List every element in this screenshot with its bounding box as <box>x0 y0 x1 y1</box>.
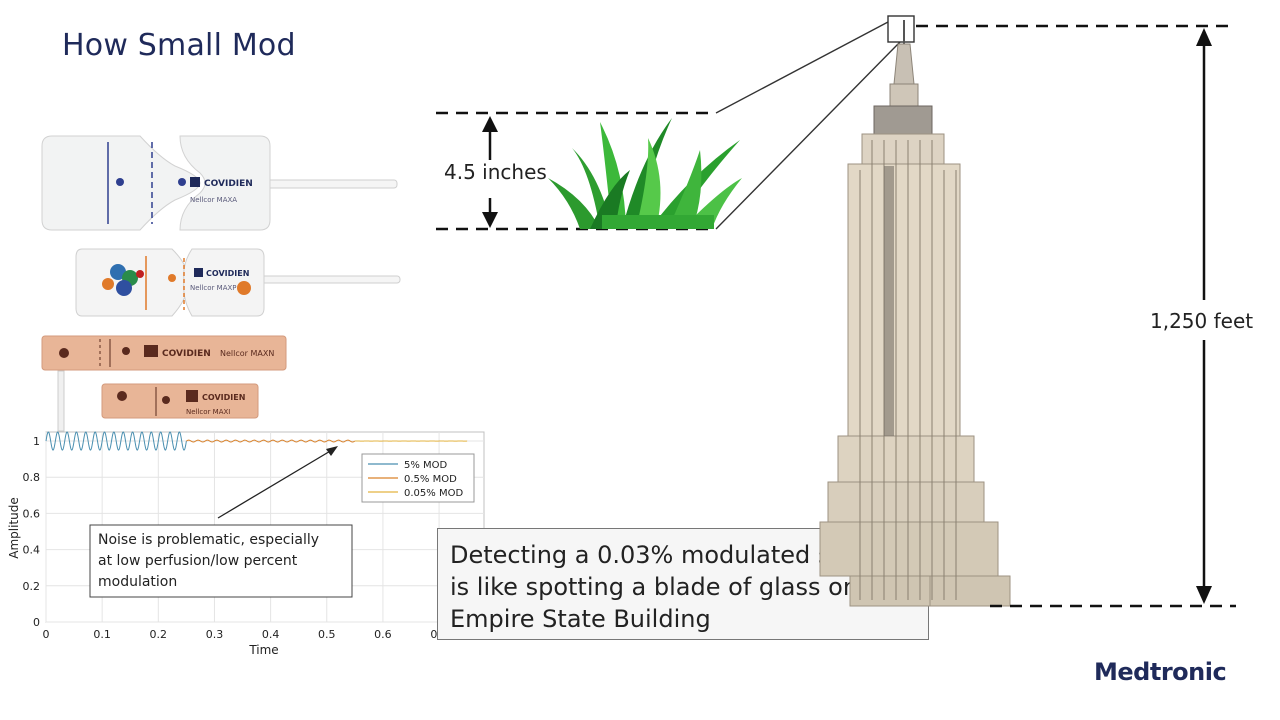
building-height-label: 1,250 feet <box>1150 307 1254 335</box>
sensor-image-maxi: COVIDIEN Nellcor MAXI <box>101 383 259 419</box>
empire-state-building-image <box>819 20 1011 607</box>
chart-y-tick-label: 1 <box>33 435 40 448</box>
chart-x-tick-label: 0 <box>43 628 50 641</box>
zoom-line-top <box>715 21 889 114</box>
zoom-line-bottom <box>715 41 901 230</box>
chart-x-tick-label: 0.5 <box>318 628 336 641</box>
grass-blade-icon <box>548 118 742 229</box>
annotation-line-2: at low perfusion/low percent <box>98 553 298 569</box>
chart-y-label: Amplitude <box>7 497 21 559</box>
legend-label-5: 5% MOD <box>404 460 448 471</box>
chart-y-tick-label: 0.2 <box>23 580 41 593</box>
noise-annotation: Noise is problematic, especially at low … <box>89 524 353 598</box>
sensor-maxp-brand: COVIDIEN <box>206 269 249 278</box>
slide-title: How Small Mod <box>62 28 296 63</box>
chart-x-tick-label: 0.2 <box>150 628 168 641</box>
annotation-arrow-line <box>217 449 333 519</box>
sensor-maxn-model: Nellcor MAXN <box>220 349 274 358</box>
sensor-image-maxp: COVIDIEN Nellcor MAXP <box>75 248 401 317</box>
medtronic-logo: Medtronic <box>1094 658 1227 686</box>
sensor-maxi-model: Nellcor MAXI <box>186 408 230 416</box>
modulation-chart-svg: 00.10.20.30.40.50.60.700.20.40.60.81 5% … <box>7 431 485 657</box>
grass-height-label: 4.5 inches <box>444 160 547 184</box>
annotation-line-1: Noise is problematic, especially <box>98 532 319 548</box>
chart-y-tick-label: 0.6 <box>23 507 41 520</box>
chart-y-tick-label: 0.4 <box>23 544 41 557</box>
zoom-box <box>887 15 915 43</box>
chart-y-tick-label: 0.8 <box>23 471 41 484</box>
sensor-maxp-model: Nellcor MAXP <box>190 284 237 292</box>
sensor-maxa-model: Nellcor MAXA <box>190 196 237 204</box>
series-5-mod <box>45 431 187 451</box>
sensor-image-maxn: COVIDIEN Nellcor MAXN <box>41 335 287 432</box>
annotation-arrow-head <box>326 446 338 456</box>
sensor-maxi-brand: COVIDIEN <box>202 393 245 402</box>
series-05-mod <box>186 439 356 443</box>
chart-legend: 5% MOD 0.5% MOD 0.05% MOD <box>361 453 475 503</box>
chart-y-tick-label: 0 <box>33 616 40 629</box>
chart-x-label: Time <box>248 643 278 657</box>
chart-x-tick-label: 0.1 <box>93 628 111 641</box>
annotation-line-3: modulation <box>98 574 177 590</box>
legend-label-05: 0.5% MOD <box>404 474 457 485</box>
legend-label-005: 0.05% MOD <box>404 488 463 499</box>
sensor-maxn-brand: COVIDIEN <box>162 349 211 359</box>
sensor-maxa-brand: COVIDIEN <box>204 179 253 189</box>
chart-x-tick-label: 0.3 <box>206 628 224 641</box>
modulation-chart: 00.10.20.30.40.50.60.700.20.40.60.81 5% … <box>0 428 490 690</box>
chart-x-tick-label: 0.4 <box>262 628 280 641</box>
sensor-image-maxa: COVIDIEN Nellcor MAXA <box>41 135 398 231</box>
chart-x-tick-label: 0.6 <box>374 628 392 641</box>
